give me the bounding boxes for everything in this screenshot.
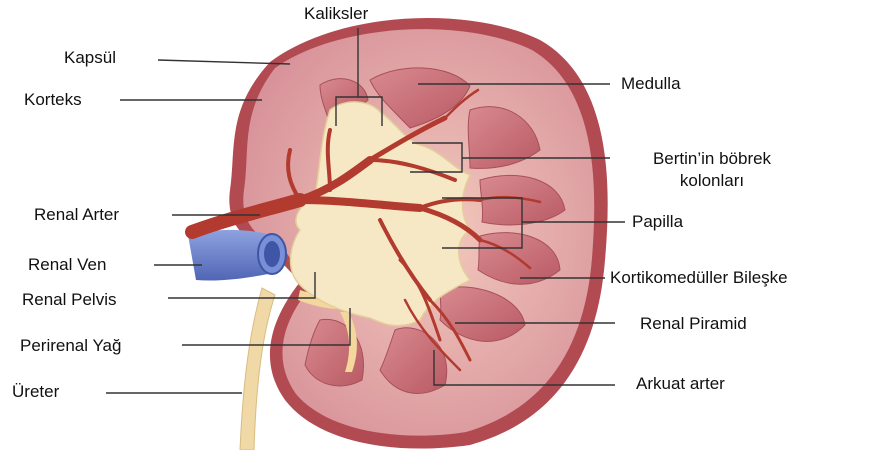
label-perirenal-yag: Perirenal Yağ — [20, 336, 121, 356]
label-bertin: Bertin’in böbrek kolonları — [612, 148, 812, 192]
label-medulla: Medulla — [621, 74, 681, 94]
label-renal-arter: Renal Arter — [34, 205, 119, 225]
label-bertin-line1: Bertin’in böbrek — [612, 148, 812, 170]
label-kortikomedullar: Kortikomedüller Bileşke — [610, 268, 788, 288]
label-korteks: Korteks — [24, 90, 82, 110]
label-papilla: Papilla — [632, 212, 683, 232]
ureter-shape — [240, 288, 275, 450]
renal-vein-shape — [188, 230, 286, 281]
label-ureter: Üreter — [12, 382, 59, 402]
label-bertin-line2: kolonları — [612, 170, 812, 192]
label-renal-piramid: Renal Piramid — [640, 314, 747, 334]
label-renal-pelvis: Renal Pelvis — [22, 290, 117, 310]
label-renal-ven: Renal Ven — [28, 255, 106, 275]
label-kapsul: Kapsül — [64, 48, 116, 68]
label-arkuat-arter: Arkuat arter — [636, 374, 725, 394]
label-kaliksler: Kaliksler — [304, 4, 368, 24]
